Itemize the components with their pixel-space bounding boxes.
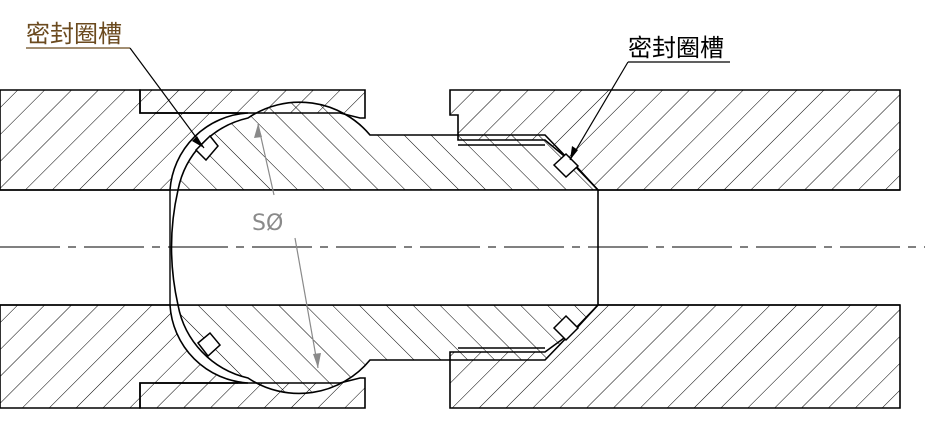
right-socket-top-section (449, 89, 901, 191)
left-callout: 密封圈槽 (26, 20, 205, 149)
ball-stem-lower (177, 304, 600, 395)
seal-groove-right-bottom (552, 314, 580, 342)
right-callout-leader (569, 61, 629, 161)
left-callout-arrow (192, 136, 204, 148)
seal-groove-left-top (194, 134, 219, 162)
right-socket-body (449, 89, 901, 409)
sphere-diameter-dimension: SØ (252, 123, 321, 369)
dimension-line-lower (294, 237, 319, 369)
seal-grooves (194, 134, 580, 358)
right-callout: 密封圈槽 (569, 34, 730, 161)
left-socket-body (0, 89, 366, 409)
right-callout-arrow (570, 146, 578, 160)
right-callout-label: 密封圈槽 (628, 34, 724, 62)
left-callout-label: 密封圈槽 (26, 20, 122, 48)
seal-groove-right-top (552, 152, 580, 179)
sphere-diameter-label: SØ (252, 211, 283, 236)
seal-groove-left-bottom (196, 331, 222, 358)
left-callout-leader (129, 47, 205, 149)
dimension-arrow-upper (254, 124, 262, 138)
dimension-arrow-lower (313, 353, 321, 368)
ball-stem-upper (177, 101, 600, 191)
